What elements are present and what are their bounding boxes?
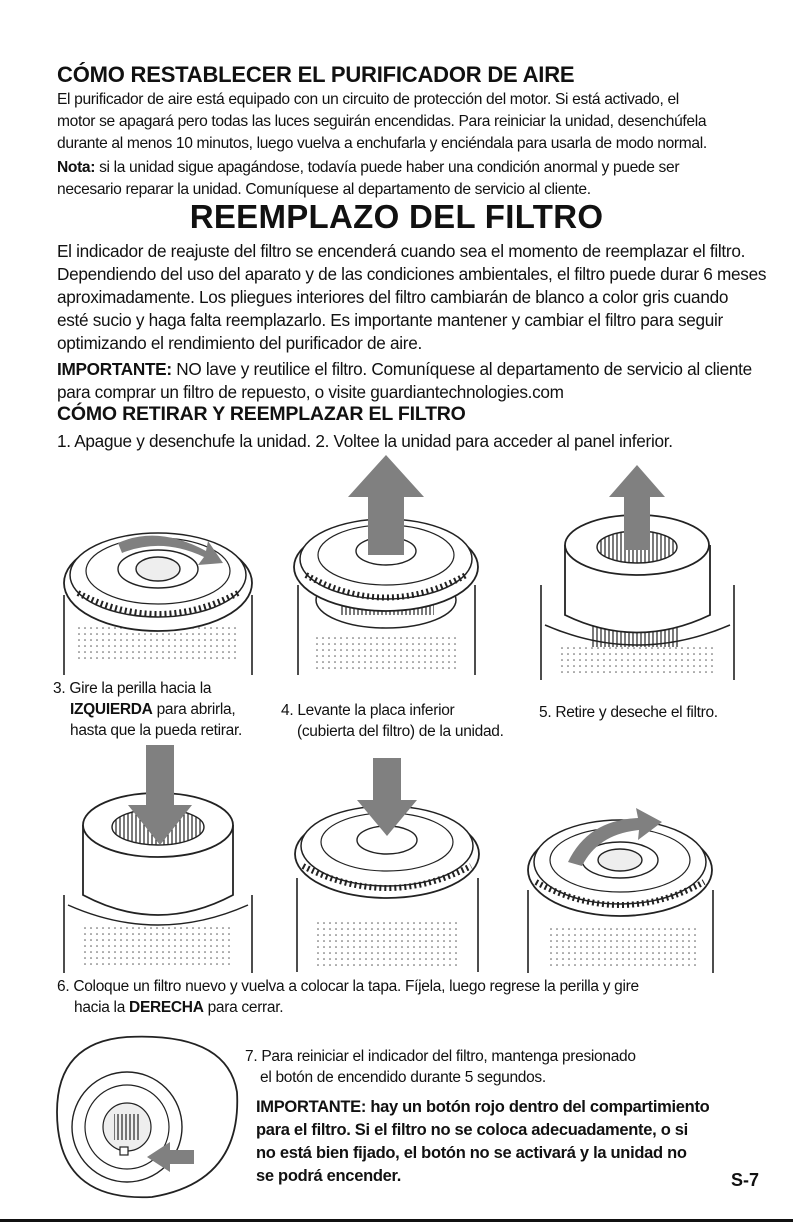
step6-illustration-knob xyxy=(527,808,714,973)
filter-important-line-1: IMPORTANTE: NO lave y reutilice el filtr… xyxy=(57,358,752,380)
step6-illustration-filter xyxy=(63,745,253,973)
step7-important-line-1: IMPORTANTE: hay un botón rojo dentro del… xyxy=(256,1098,710,1116)
step6-line-2-rest: para cerrar. xyxy=(203,999,284,1016)
reset-line-2: motor se apagará pero todas las luces se… xyxy=(57,113,707,130)
note-label: Nota: xyxy=(57,159,96,176)
step3-line-1: 3. Gire la perilla hacia la xyxy=(53,680,212,697)
filter-important-line-2: para comprar un filtro de repuesto, o vi… xyxy=(57,382,564,402)
important-label: IMPORTANTE: xyxy=(57,359,172,379)
step7-important-line-2: para el filtro. Si el filtro no se coloc… xyxy=(256,1121,688,1139)
filter-line-2: Dependiendo del uso del aparato y de las… xyxy=(57,264,767,284)
step6-line-2: hacia la DERECHA para cerrar. xyxy=(74,997,284,1018)
step6-right-word: DERECHA xyxy=(129,999,204,1016)
important-text: NO lave y reutilice el filtro. Comuníque… xyxy=(171,359,752,379)
reset-line-1: El purificador de aire está equipado con… xyxy=(57,91,679,108)
step7-line-2: el botón de encendido durante 5 segundos… xyxy=(260,1069,546,1086)
step6-line-1: 6. Coloque un filtro nuevo y vuelva a co… xyxy=(57,978,639,995)
step7-illustration xyxy=(56,1035,239,1199)
step4-line-2: (cubierta del filtro) de la unidad. xyxy=(297,723,504,740)
step3-line-2: IZQUIERDA para abrirla, xyxy=(70,699,236,720)
step7-important: IMPORTANTE: hay un botón rojo dentro del… xyxy=(256,1096,710,1188)
step4-line-1: 4. Levante la placa inferior xyxy=(281,702,455,719)
step6-line-2-start: hacia la xyxy=(74,999,130,1016)
filter-title: REEMPLAZO DEL FILTRO xyxy=(189,198,604,235)
howto-title: CÓMO RETIRAR Y REEMPLAZAR EL FILTRO xyxy=(57,403,466,425)
step5-illustration xyxy=(540,465,735,680)
reset-line-3: durante al menos 10 minutos, luego vuelv… xyxy=(57,135,707,152)
step3-line-2-rest: para abrirla, xyxy=(152,701,236,718)
filter-line-1: El indicador de reajuste del filtro se e… xyxy=(57,241,746,261)
step-1-2: 1. Apague y desenchufe la unidad. 2. Vol… xyxy=(57,431,673,451)
step3-illustration xyxy=(63,532,253,675)
step3-left-word: IZQUIERDA xyxy=(70,701,153,718)
note-text: si la unidad sigue apagándose, todavía p… xyxy=(95,159,680,176)
reset-title: CÓMO RESTABLECER EL PURIFICADOR DE AIRE xyxy=(57,62,575,87)
bottom-rule xyxy=(0,1219,793,1222)
page-number: S-7 xyxy=(731,1170,760,1190)
step7-line-1: 7. Para reiniciar el indicador del filtr… xyxy=(245,1048,636,1065)
reset-note-line-2: necesario reparar la unidad. Comuníquese… xyxy=(57,181,591,198)
filter-line-3: aproximadamente. Los pliegues interiores… xyxy=(57,287,729,307)
step3-line-3: hasta que la pueda retirar. xyxy=(70,722,242,739)
step5-caption: 5. Retire y deseche el filtro. xyxy=(539,704,718,721)
reset-note-line-1: Nota: si la unidad sigue apagándose, tod… xyxy=(57,157,680,179)
step7-important-line-3: no está bien fijado, el botón no se acti… xyxy=(256,1144,687,1162)
step4-illustration xyxy=(293,455,479,675)
filter-line-5: optimizando el rendimiento del purificad… xyxy=(57,333,422,353)
filter-line-4: esté sucio y haga falta reemplazarlo. Es… xyxy=(57,310,723,330)
step7-important-line-4: se podrá encender. xyxy=(256,1167,401,1185)
step6-illustration-cover xyxy=(294,758,480,972)
